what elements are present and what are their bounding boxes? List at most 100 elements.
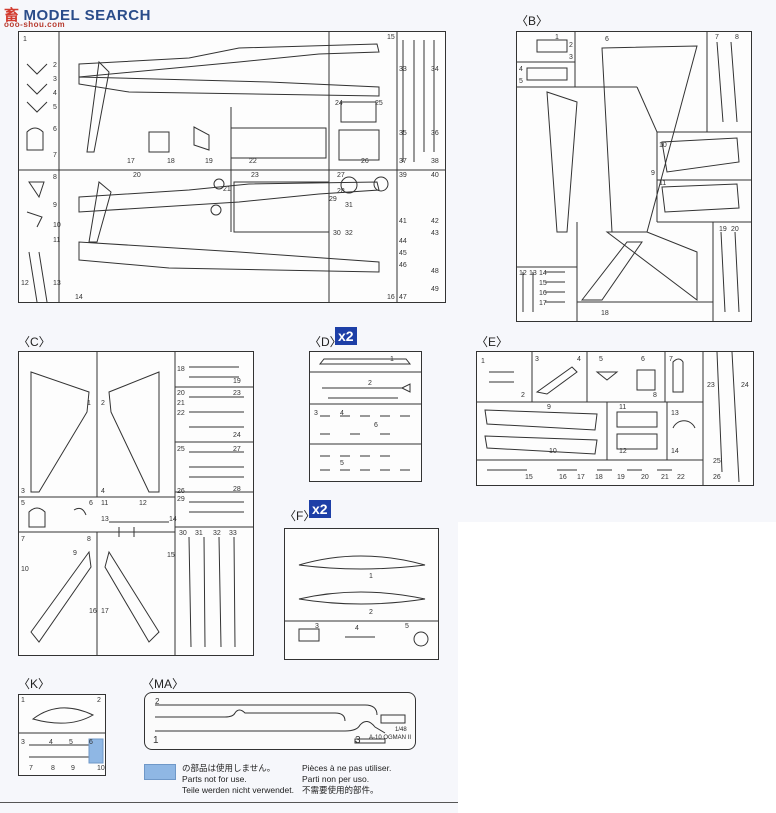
sprue-d-label: 〈D〉 (309, 335, 342, 349)
part-d1: 1 (390, 356, 394, 363)
part-a1: 1 (23, 36, 27, 43)
part-c11: 11 (101, 500, 109, 507)
part-a13: 13 (53, 280, 61, 287)
part-k8: 8 (51, 765, 55, 772)
part-b1: 1 (555, 34, 559, 41)
part-e4: 4 (577, 356, 581, 363)
part-a31: 31 (345, 202, 353, 209)
part-b11: 11 (659, 180, 667, 187)
legend-de: Teile werden nicht verwendet. (182, 785, 294, 795)
part-b18: 18 (601, 310, 609, 317)
part-e11: 11 (619, 404, 627, 411)
part-e14: 14 (671, 448, 679, 455)
part-b16: 16 (539, 290, 547, 297)
part-e6: 6 (641, 356, 645, 363)
part-f1: 1 (369, 573, 373, 580)
part-b13: 13 (529, 270, 537, 277)
sprue-b: 1 2 3 4 5 6 7 8 9 10 11 12 13 14 15 16 1… (516, 31, 752, 322)
part-c8: 8 (87, 536, 91, 543)
part-c29: 29 (177, 496, 185, 503)
part-f3: 3 (315, 623, 319, 630)
part-k10: 10 (97, 765, 105, 772)
part-e20: 20 (641, 474, 649, 481)
part-k3: 3 (21, 739, 25, 746)
part-c32: 32 (213, 530, 221, 537)
part-b17: 17 (539, 300, 547, 307)
part-a46: 46 (399, 262, 407, 269)
part-e2: 2 (521, 392, 525, 399)
part-f2: 2 (369, 609, 373, 616)
part-a42: 42 (431, 218, 439, 225)
sprue-ma: 1 2 3 1/48 A-10 OGMAN II (144, 692, 416, 750)
part-d6: 6 (374, 422, 378, 429)
part-b2: 2 (569, 42, 573, 49)
part-a35: 35 (399, 130, 407, 137)
part-a26: 26 (361, 158, 369, 165)
sprue-f-multiplier: x2 (309, 500, 331, 518)
sprue-c: 1 2 3 4 5 6 7 8 9 10 11 12 13 14 15 16 1… (18, 351, 254, 656)
part-a28: 28 (337, 188, 345, 195)
part-a5: 5 (53, 104, 57, 111)
legend-cn: 不需要使用的部件。 (302, 785, 379, 795)
part-e10: 10 (549, 448, 557, 455)
part-e25: 25 (713, 458, 721, 465)
part-b7: 7 (715, 34, 719, 41)
part-c3: 3 (21, 488, 25, 495)
part-a9: 9 (53, 202, 57, 209)
part-c22: 22 (177, 410, 185, 417)
part-e21: 21 (661, 474, 669, 481)
part-a30: 30 (333, 230, 341, 237)
part-c23: 23 (233, 390, 241, 397)
part-a12: 12 (21, 280, 29, 287)
part-e26: 26 (713, 474, 721, 481)
legend-en: Parts not for use. (182, 774, 247, 784)
part-a41: 41 (399, 218, 407, 225)
sprue-d-multiplier: x2 (335, 327, 357, 345)
part-c20: 20 (177, 390, 185, 397)
part-b15: 15 (539, 280, 547, 287)
legend-left: の部品は使用しません。 Parts not for use. Teile wer… (182, 763, 294, 796)
part-f5: 5 (405, 623, 409, 630)
part-a4: 4 (53, 90, 57, 97)
part-c24: 24 (233, 432, 241, 439)
part-c25: 25 (177, 446, 185, 453)
sprue-k-label: 〈K〉 (18, 677, 51, 691)
part-a6: 6 (53, 126, 57, 133)
part-a11: 11 (53, 237, 61, 244)
part-ma3: 3 (355, 735, 361, 746)
part-c1: 1 (87, 400, 91, 407)
sprue-d: 1 2 3 4 5 6 (309, 351, 422, 482)
part-a33: 33 (399, 66, 407, 73)
part-c16: 16 (89, 608, 97, 615)
sprue-k: 1 2 3 4 5 6 7 8 9 10 (18, 694, 106, 776)
part-d2: 2 (368, 380, 372, 387)
part-a45: 45 (399, 250, 407, 257)
sprue-a: 1 2 3 4 5 6 7 8 9 10 11 12 13 14 15 16 1… (18, 31, 446, 303)
part-a29: 29 (329, 196, 337, 203)
part-a23: 23 (251, 172, 259, 179)
part-a7: 7 (53, 152, 57, 159)
part-c2: 2 (101, 400, 105, 407)
legend-fr: Pièces à ne pas utiliser. (302, 763, 392, 773)
part-k1: 1 (21, 697, 25, 704)
part-a20: 20 (133, 172, 141, 179)
part-e16: 16 (559, 474, 567, 481)
part-a27: 27 (337, 172, 345, 179)
legend-jp: の部品は使用しません。 (182, 763, 276, 773)
sprue-c-label: 〈C〉 (18, 335, 51, 349)
ma-scale: 1/48 (395, 727, 407, 733)
sprue-ma-label: 〈MA〉 (142, 677, 185, 691)
sprue-f: 1 2 3 4 5 (284, 528, 439, 660)
part-a17: 17 (127, 158, 135, 165)
part-e22: 22 (677, 474, 685, 481)
part-c17: 17 (101, 608, 109, 615)
part-c30: 30 (179, 530, 187, 537)
part-c4: 4 (101, 488, 105, 495)
part-b4: 4 (519, 66, 523, 73)
ma-kit-name: A-10 OGMAN II (369, 735, 412, 741)
part-c33: 33 (229, 530, 237, 537)
part-e24: 24 (741, 382, 749, 389)
part-a15: 15 (387, 34, 395, 41)
not-for-use-swatch (144, 764, 176, 780)
